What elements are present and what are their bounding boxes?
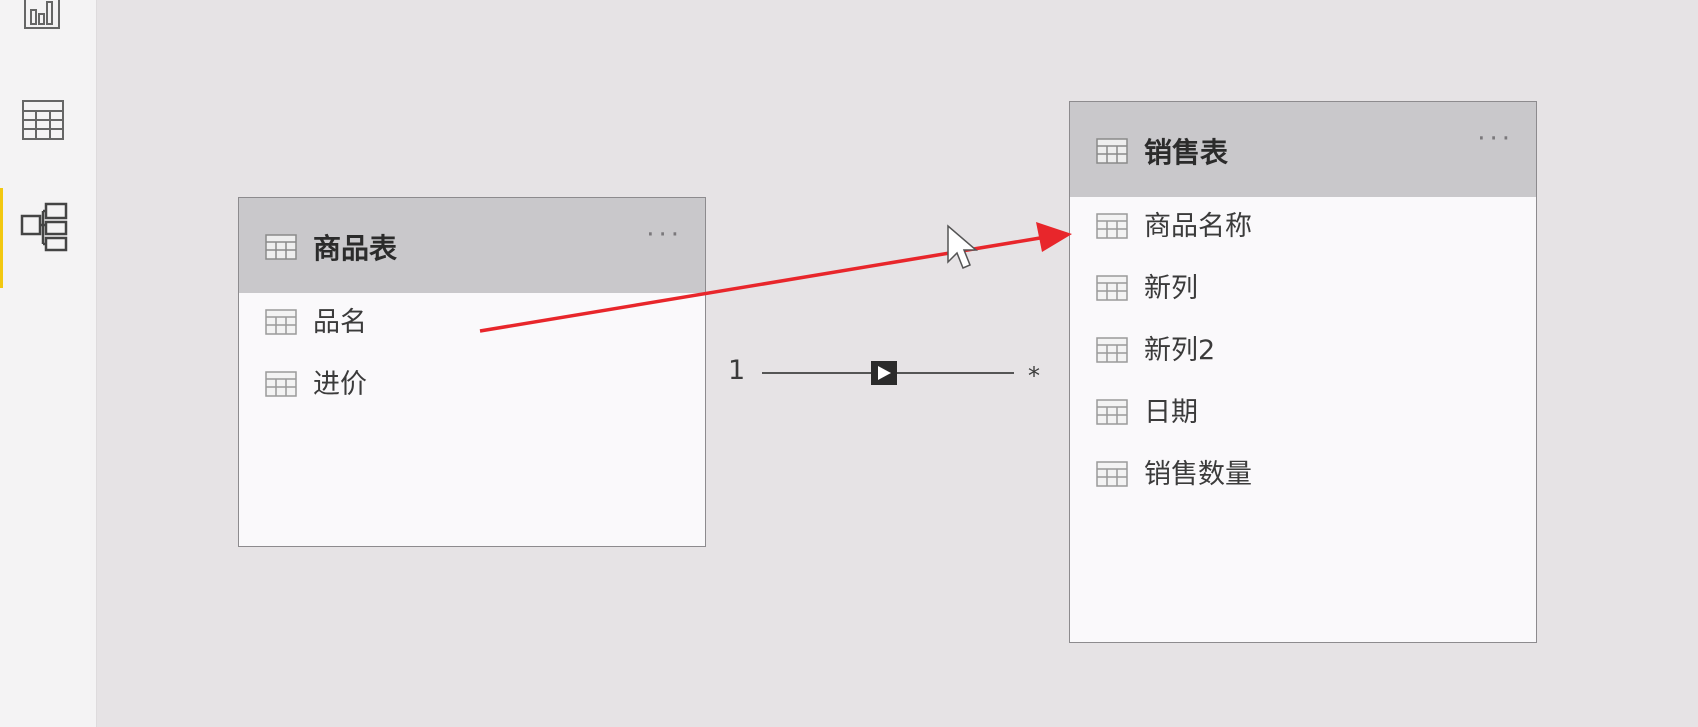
cardinality-one-label: 1 [728,355,746,386]
data-view-button[interactable] [20,98,66,148]
view-sidebar [0,0,97,727]
field-label: 商品名称 [1144,211,1252,242]
active-view-indicator [0,188,3,288]
column-icon [1096,275,1128,301]
field-label: 新列2 [1144,335,1216,366]
column-icon [1096,213,1128,239]
more-options-button[interactable]: ··· [646,220,683,250]
table-card-sales[interactable]: 销售表 ··· 商品名称 新列 新列2 [1069,101,1537,643]
report-view-button[interactable] [20,0,64,36]
field-label: 新列 [1144,273,1198,304]
column-icon [1096,461,1128,487]
field-label: 销售数量 [1144,459,1252,490]
table-card-product[interactable]: 商品表 ··· 品名 进价 [238,197,706,547]
table-card-header[interactable]: 销售表 ··· [1070,102,1536,197]
table-title: 商品表 [313,232,398,265]
model-view-button[interactable] [20,202,70,258]
table-icon [1096,138,1128,164]
bar-chart-icon [24,0,60,29]
model-diagram-icon [20,202,68,252]
table-grid-icon [22,100,64,140]
field-label: 品名 [313,307,367,338]
more-options-button[interactable]: ··· [1477,124,1514,154]
column-icon [1096,399,1128,425]
table-icon [265,234,297,260]
cardinality-many-label: * [1028,362,1040,390]
column-icon [265,371,297,397]
column-icon [1096,337,1128,363]
column-icon [265,309,297,335]
table-card-header[interactable]: 商品表 ··· [239,198,705,293]
field-label: 进价 [313,369,367,400]
field-label: 日期 [1144,397,1198,428]
table-title: 销售表 [1144,136,1229,169]
